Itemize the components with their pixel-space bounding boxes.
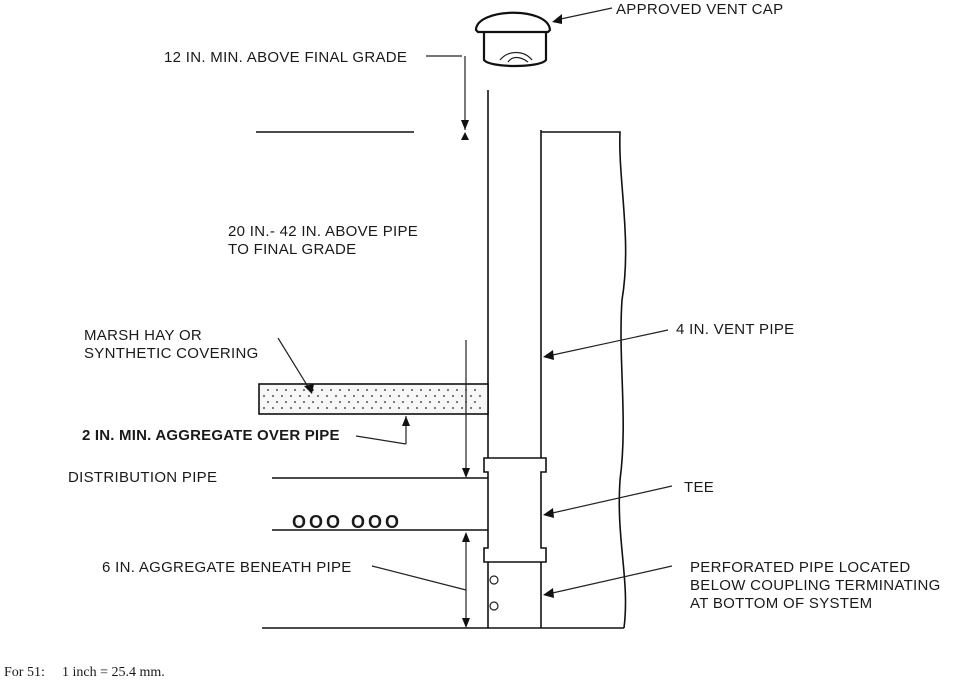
tee-leader — [543, 485, 673, 518]
vent-pipe-leader — [543, 329, 669, 360]
label-vent-pipe: 4 IN. VENT PIPE — [676, 321, 794, 338]
label-above-pipe-2: TO FINAL GRADE — [228, 241, 356, 258]
vent-cap — [474, 11, 552, 68]
label-vent-cap: APPROVED VENT CAP — [616, 1, 783, 18]
label-above-grade: 12 IN. MIN. ABOVE FINAL GRADE — [164, 49, 407, 66]
label-perforated-1: PERFORATED PIPE LOCATED — [690, 559, 911, 576]
label-covering-2: SYNTHETIC COVERING — [84, 345, 259, 362]
label-aggregate-over: 2 IN. MIN. AGGREGATE OVER PIPE — [82, 427, 340, 444]
covering-leader — [277, 337, 311, 391]
pipe-ends-symbol: OOO OOO — [292, 512, 402, 532]
dimension-12in — [426, 55, 469, 140]
footnote-prefix: For 51: — [4, 665, 45, 680]
label-distribution-pipe: DISTRIBUTION PIPE — [68, 469, 217, 486]
label-tee: TEE — [684, 479, 714, 496]
footnote-text: 1 inch = 25.4 mm. — [62, 665, 165, 680]
label-above-pipe-1: 20 IN.- 42 IN. ABOVE PIPE — [228, 223, 418, 240]
label-perforated-3: AT BOTTOM OF SYSTEM — [690, 595, 872, 612]
vent-pipe — [487, 90, 542, 458]
covering-layer — [258, 383, 489, 415]
label-covering-1: MARSH HAY OR — [84, 327, 202, 344]
perforated-leader — [543, 565, 673, 598]
perforated-pipe — [487, 562, 542, 628]
dimension-2in — [355, 416, 410, 445]
vent-cap-leader — [552, 7, 613, 24]
dimension-6in — [371, 532, 470, 628]
label-perforated-2: BELOW COUPLING TERMINATING — [690, 577, 941, 594]
tee-fitting — [462, 457, 547, 563]
ground-profile-right — [541, 131, 627, 629]
label-aggregate-beneath: 6 IN. AGGREGATE BENEATH PIPE — [102, 559, 352, 576]
